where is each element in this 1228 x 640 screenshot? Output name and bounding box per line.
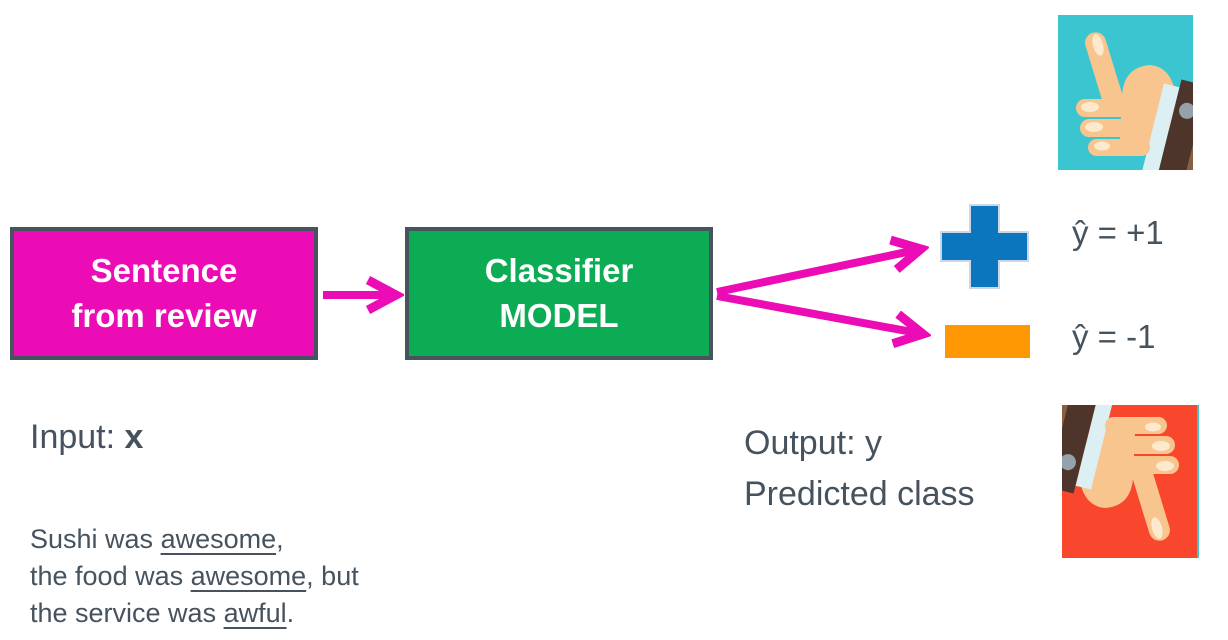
example-underlined-word: awful: [223, 598, 287, 628]
output-caption-line2: Predicted class: [744, 475, 975, 513]
input-sentence-box: Sentence from review: [10, 227, 318, 360]
example-line: the service was awful.: [30, 595, 359, 632]
example-text: the food was: [30, 561, 191, 591]
model-box-line2: MODEL: [499, 296, 619, 334]
input-box-line1: Sentence: [90, 252, 238, 290]
example-text: ,: [276, 524, 284, 554]
classifier-model-box: Classifier MODEL: [405, 227, 713, 360]
example-review-text: Sushi was awesome, the food was awesome,…: [30, 521, 359, 632]
input-caption-label: Input:: [30, 418, 125, 456]
example-text: , but: [306, 561, 359, 591]
minus-icon: [945, 325, 1030, 358]
input-variable: x: [124, 418, 144, 456]
thumbs-up-icon: [1058, 15, 1193, 170]
input-caption: Input: x: [30, 418, 143, 457]
example-underlined-word: awesome: [190, 561, 307, 591]
example-line: Sushi was awesome,: [30, 521, 359, 558]
output-caption: Output: y Predicted class: [744, 418, 975, 520]
output-caption-line1: Output: y: [744, 424, 882, 462]
arrow-model-to-positive-icon: [716, 249, 921, 296]
arrow-model-to-negative-icon: [716, 292, 923, 334]
example-text: Sushi was: [30, 524, 161, 554]
thumbs-down-icon: [1062, 405, 1199, 558]
model-box-line1: Classifier: [484, 252, 634, 290]
example-underlined-word: awesome: [160, 524, 277, 554]
input-box-line2: from review: [71, 296, 257, 334]
negative-prediction-label: ŷ = -1: [1072, 318, 1156, 355]
example-line: the food was awesome, but: [30, 558, 359, 595]
plus-icon: [940, 204, 1029, 289]
example-text: the service was: [30, 598, 224, 628]
positive-prediction-label: ŷ = +1: [1072, 214, 1164, 251]
example-text: .: [286, 598, 295, 628]
